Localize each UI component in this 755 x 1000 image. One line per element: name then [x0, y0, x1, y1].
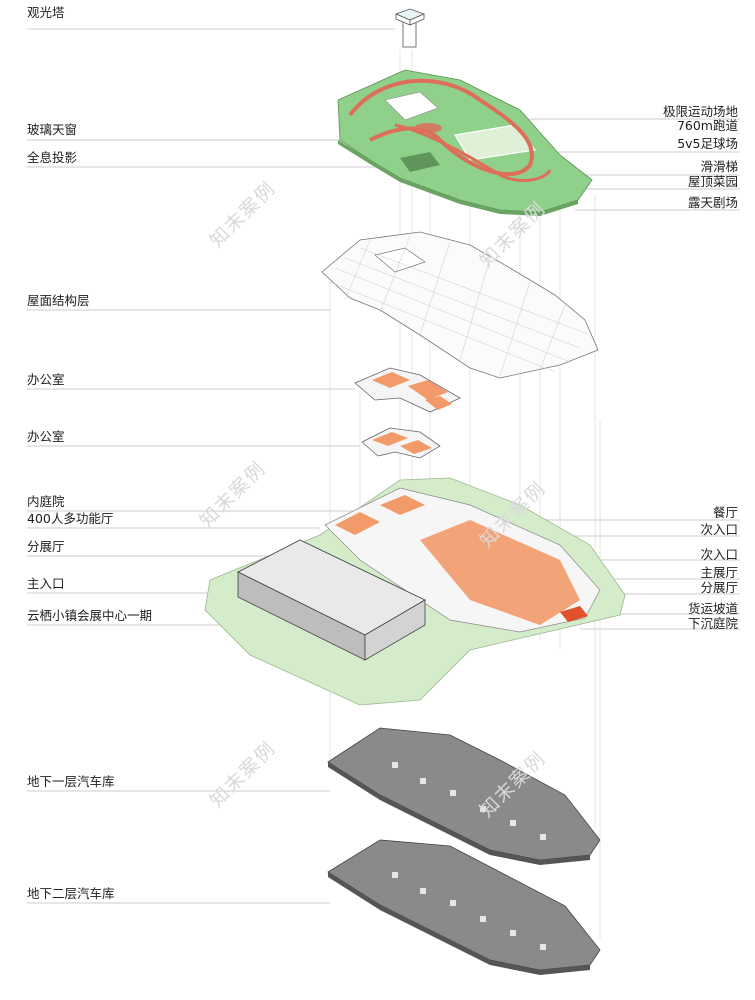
label-sub-hall-right: 分展厅 — [700, 580, 738, 595]
b1-garage-layer — [327, 727, 601, 865]
label-b1-garage: 地下一层汽车库 — [27, 774, 115, 789]
label-phase-one: 云栖小镇会展中心一期 — [27, 608, 153, 623]
office-lower-layer — [361, 427, 441, 459]
label-extreme-sports: 极限运动场地 — [662, 104, 738, 119]
label-secondary-entrance-2: 次入口 — [700, 547, 738, 562]
ground-floor-layer — [204, 477, 626, 706]
label-freight-ramp: 货运坡道 — [687, 601, 738, 616]
leader-lines — [27, 28, 740, 904]
label-office-upper: 办公室 — [27, 372, 65, 387]
label-glass-skylight: 玻璃天窗 — [27, 122, 78, 137]
green-roof-layer — [337, 69, 593, 216]
label-multi-hall: 400人多功能厅 — [27, 511, 114, 526]
roof-structure-layer — [321, 231, 599, 379]
label-office-lower: 办公室 — [27, 429, 65, 444]
label-hologram: 全息投影 — [27, 150, 78, 165]
label-open-theater: 露天剧场 — [687, 195, 738, 210]
label-running-track: 760m跑道 — [676, 118, 738, 133]
label-secondary-entrance-1: 次入口 — [700, 522, 738, 537]
label-b2-garage: 地下二层汽车库 — [27, 886, 115, 901]
label-sub-hall-left: 分展厅 — [27, 539, 65, 554]
label-football: 5v5足球场 — [677, 136, 738, 151]
b2-garage-layer — [327, 839, 601, 975]
phase-one-building — [237, 539, 426, 661]
observation-tower-shape — [394, 8, 426, 48]
label-slide: 滑滑梯 — [700, 159, 738, 174]
label-sunken-courtyard: 下沉庭院 — [687, 616, 738, 631]
label-roof-structure: 屋面结构层 — [27, 293, 90, 308]
label-restaurant: 餐厅 — [712, 505, 738, 520]
label-inner-courtyard: 内庭院 — [27, 494, 65, 509]
label-main-entrance: 主入口 — [27, 576, 65, 591]
label-main-hall: 主展厅 — [700, 565, 738, 580]
office-upper-layer — [354, 367, 461, 413]
label-observation-tower: 观光塔 — [27, 5, 65, 20]
label-roof-garden: 屋顶菜园 — [687, 174, 738, 189]
